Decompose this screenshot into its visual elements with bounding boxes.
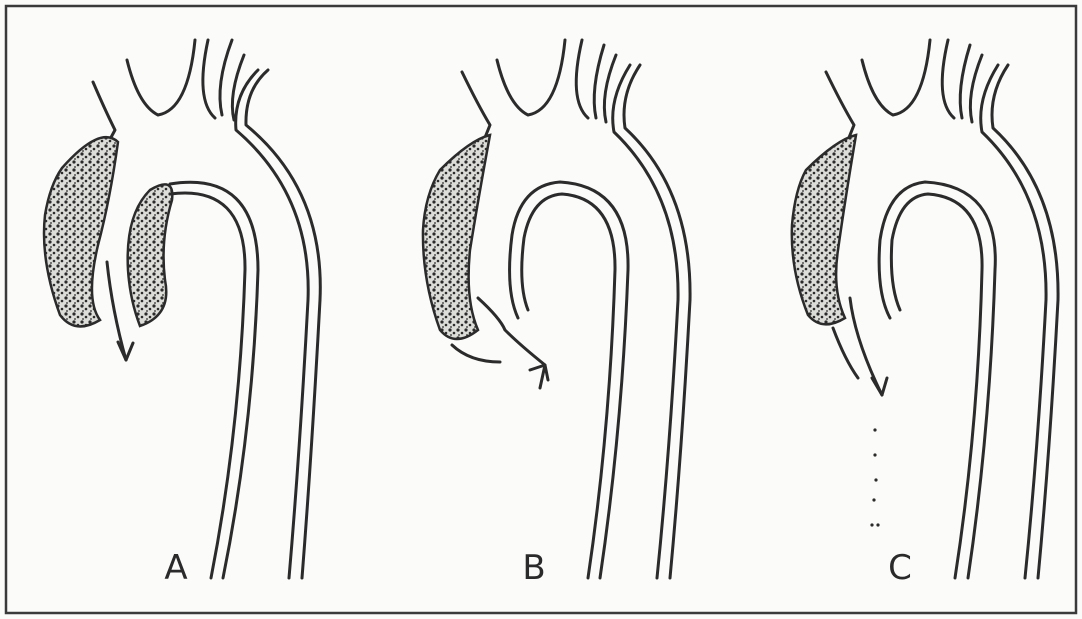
panel-c-thrombus xyxy=(792,135,856,324)
panel-label-c: C xyxy=(870,548,930,588)
panel-b-thrombus xyxy=(423,135,490,339)
panel-a-branch-1 xyxy=(127,40,195,115)
panel-c-false-lumen-edge xyxy=(833,328,858,378)
panel-b-false-lumen-edge xyxy=(452,345,500,362)
panel-a-outer-descending-2 xyxy=(236,70,309,578)
panel-label-b: B xyxy=(504,548,564,588)
panel-b-outer-descending xyxy=(624,65,690,578)
panel-a-outer-descending xyxy=(246,70,320,578)
panel-a-branch-3 xyxy=(220,40,232,115)
panel-c-branch-3 xyxy=(960,45,970,118)
panel-c-inner-arch-2 xyxy=(891,194,982,578)
panel-b-inner-arch-2 xyxy=(522,194,615,578)
panel-a-flow-arrow xyxy=(107,262,126,360)
panel-a-thrombus-right xyxy=(128,184,173,326)
panel-b-branch-3 xyxy=(594,45,604,118)
panel-label-a: A xyxy=(146,548,206,588)
panel-c-flow-arrow xyxy=(850,298,882,395)
panel-b-arrow-head xyxy=(530,365,548,380)
panel-b-branch-1 xyxy=(497,40,565,115)
panel-c-outer-wall xyxy=(826,72,854,140)
panel-a-arrow-head xyxy=(118,342,133,360)
panel-a-branch-2 xyxy=(203,40,215,118)
panel-c-drawing xyxy=(826,40,1058,578)
panel-b-outer-descending-2 xyxy=(613,65,678,578)
panel-c-branch-2 xyxy=(942,40,954,118)
panel-a-inner-arch xyxy=(170,182,258,578)
panel-c-outer-descending-2 xyxy=(981,65,1046,578)
panel-c-branch-1 xyxy=(862,40,930,115)
panel-b-drawing xyxy=(452,40,690,578)
panel-a-drawing xyxy=(93,40,320,578)
panel-c-dotted-track xyxy=(870,428,879,526)
panel-a-outer-wall xyxy=(93,82,115,143)
panel-c-outer-descending xyxy=(992,65,1058,578)
panel-a-thrombus-left xyxy=(44,137,118,326)
panel-b-flow-arrow xyxy=(478,298,545,388)
panel-b-branch-2 xyxy=(576,40,588,118)
panel-b-outer-wall xyxy=(462,72,490,140)
